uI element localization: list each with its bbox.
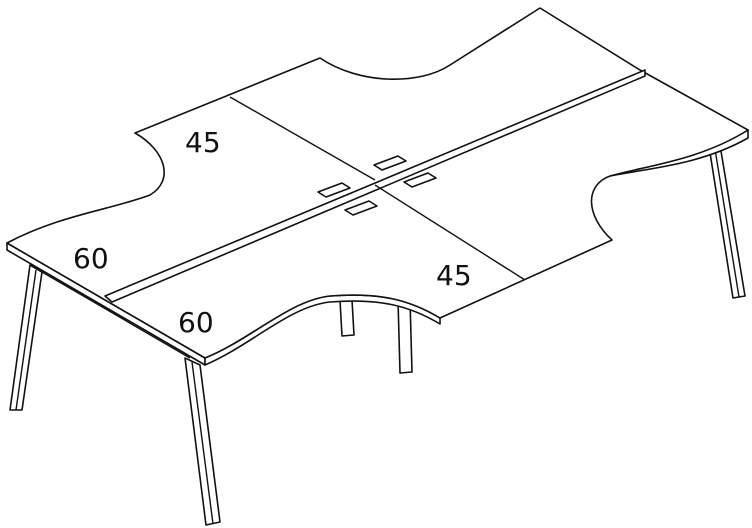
middle-leg-left: [339, 299, 355, 337]
label-left-desk: 60: [73, 242, 109, 275]
cable-port: [317, 182, 351, 198]
front-leg: [184, 357, 221, 526]
label-back-left-desk: 45: [185, 126, 221, 159]
middle-leg-right: [397, 299, 413, 374]
cable-port: [344, 200, 378, 216]
seam-back: [229, 96, 376, 181]
cable-port: [373, 155, 407, 171]
center-divider: [104, 69, 646, 303]
label-right-desk: 45: [436, 259, 472, 292]
seam-front: [374, 184, 526, 281]
rear-right-leg: [707, 139, 746, 299]
cable-port: [403, 172, 437, 188]
label-front-desk: 60: [178, 306, 214, 339]
left-leg: [9, 264, 43, 411]
